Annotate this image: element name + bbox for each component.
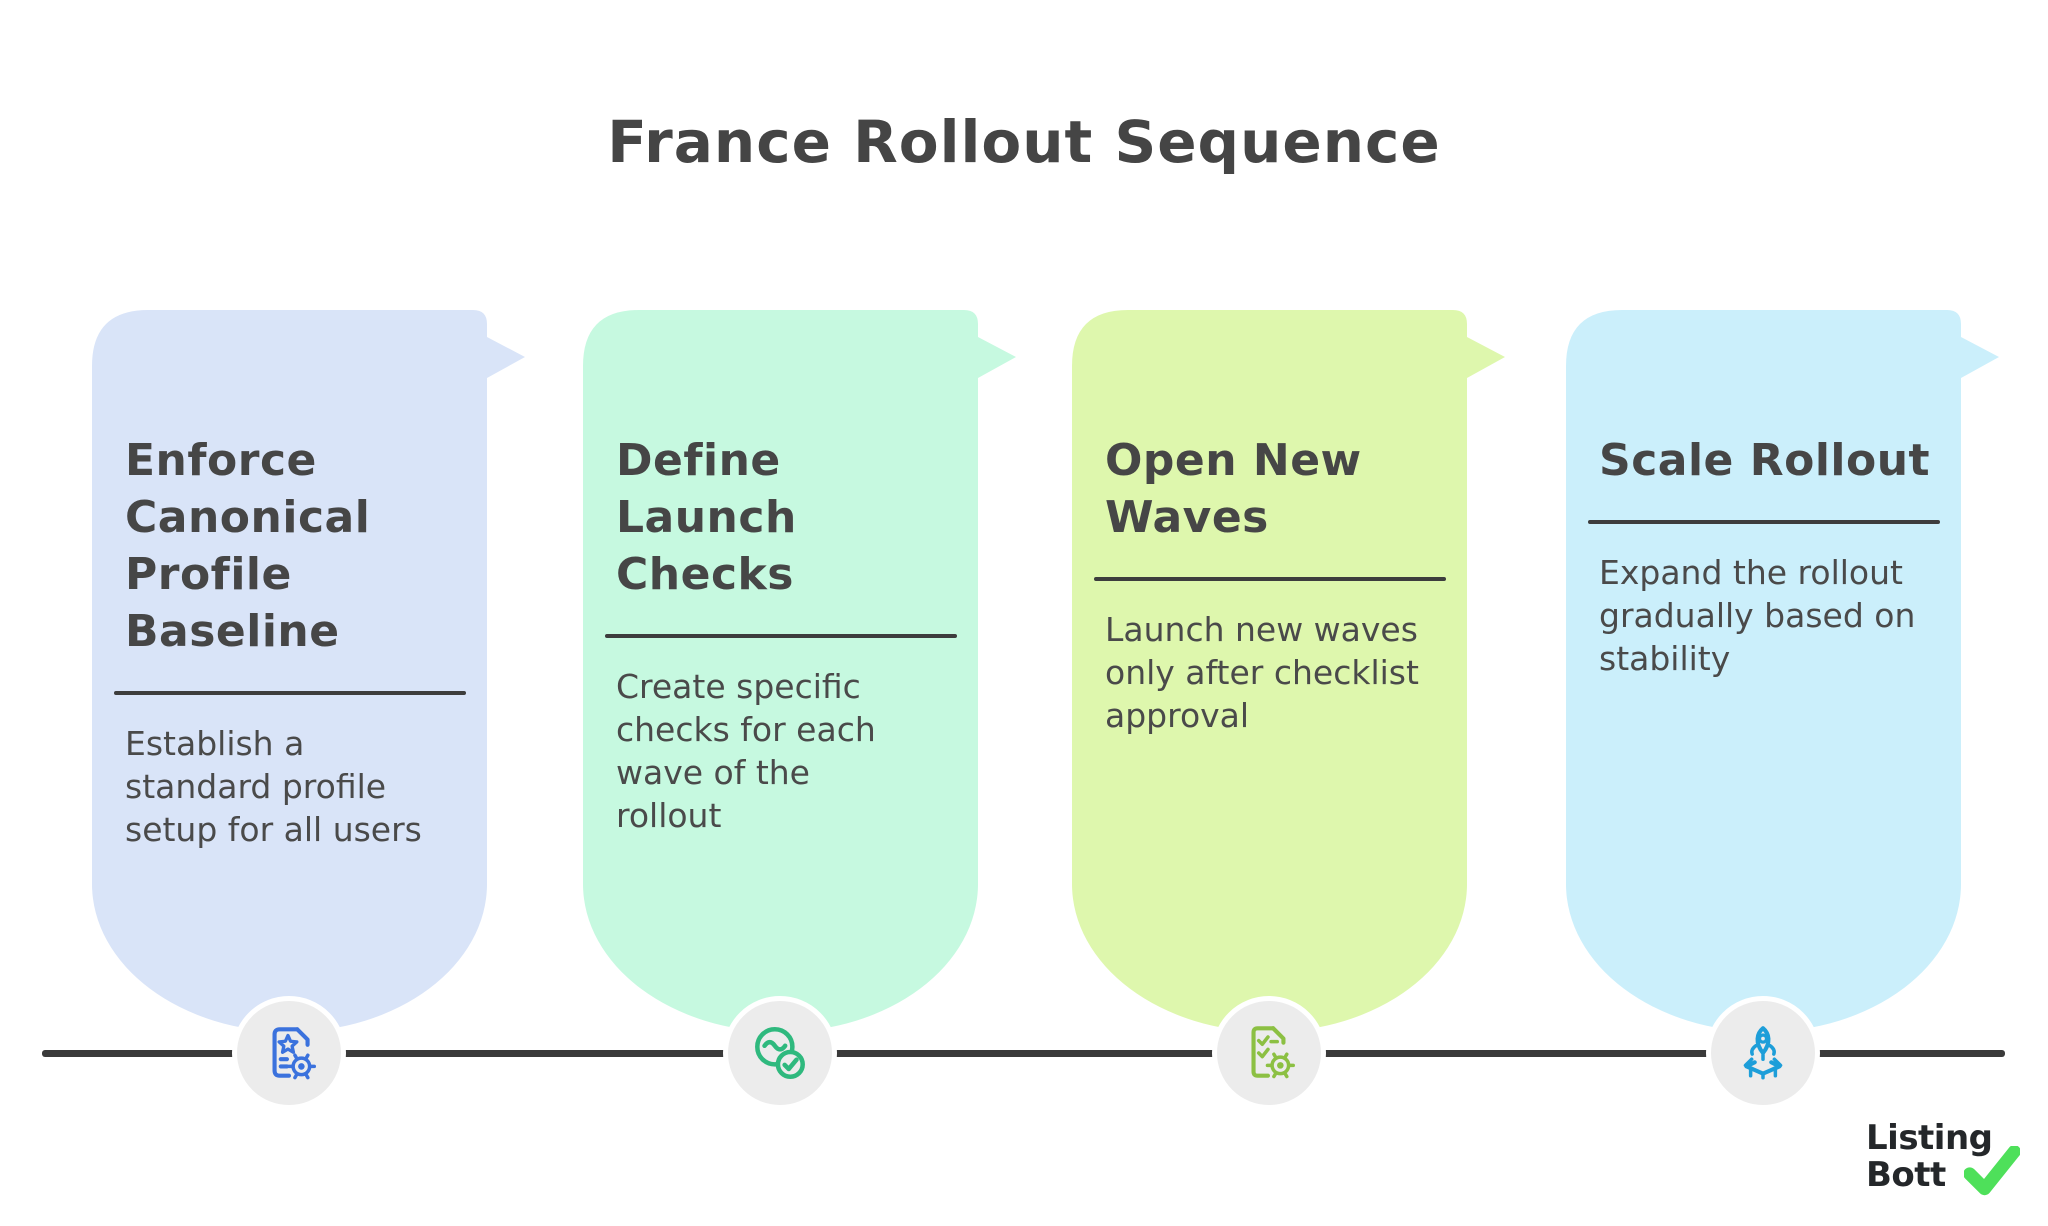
card-description: Launch new waves only after checklist ap… <box>1105 610 1419 735</box>
speech-bubble-shape <box>92 310 525 1032</box>
listingbott-logo: Listing Bott <box>1866 1118 2020 1196</box>
step-card-define-launch-checks: Define Launch Checks Create specific che… <box>583 310 1023 1032</box>
card-title: Enforce Canonical Profile Baseline <box>125 435 371 657</box>
timeline-node <box>232 996 346 1110</box>
step-card-open-new-waves: Open New Waves Launch new waves only aft… <box>1072 310 1512 1032</box>
card-title: Define Launch Checks <box>616 435 797 600</box>
title-separator <box>605 634 957 638</box>
card-description: Establish a standard profile setup for a… <box>125 724 422 849</box>
scout-circle-check-icon <box>755 1027 805 1079</box>
rocket-launch-icon <box>1743 1026 1783 1080</box>
title-separator <box>1094 577 1446 581</box>
logo-checkmark-icon <box>1964 1146 2020 1196</box>
title-separator <box>1588 520 1940 524</box>
timeline-node <box>723 996 837 1110</box>
title-separator <box>114 691 466 695</box>
document-star-gear-icon <box>272 1027 317 1080</box>
step-card-scale-rollout: Scale Rollout Expand the rollout gradual… <box>1566 310 2006 1032</box>
speech-bubble-shape <box>1566 310 1999 1032</box>
card-content: Define Launch Checks Create specific che… <box>605 432 957 837</box>
timeline-node <box>1706 996 1820 1110</box>
card-description: Expand the rollout gradually based on st… <box>1599 553 1916 678</box>
card-title: Scale Rollout <box>1599 435 1931 486</box>
step-card-enforce-baseline: Enforce Canonical Profile Baseline Estab… <box>92 310 532 1032</box>
timeline-node <box>1212 996 1326 1110</box>
card-description: Create specific checks for each wave of … <box>616 667 876 835</box>
card-content: Enforce Canonical Profile Baseline Estab… <box>114 432 466 851</box>
card-content: Scale Rollout Expand the rollout gradual… <box>1588 432 1940 680</box>
card-content: Open New Waves Launch new waves only aft… <box>1094 432 1446 737</box>
logo-line2: Bott <box>1866 1155 1946 1195</box>
card-title: Open New Waves <box>1105 435 1362 543</box>
checklist-gear-icon <box>1251 1026 1295 1079</box>
page-title: France Rollout Sequence <box>607 108 1441 176</box>
speech-bubble-shape <box>583 310 1016 1032</box>
logo-line1: Listing <box>1866 1118 1993 1158</box>
speech-bubble-shape <box>1072 310 1505 1032</box>
timeline-line <box>42 1050 2005 1057</box>
